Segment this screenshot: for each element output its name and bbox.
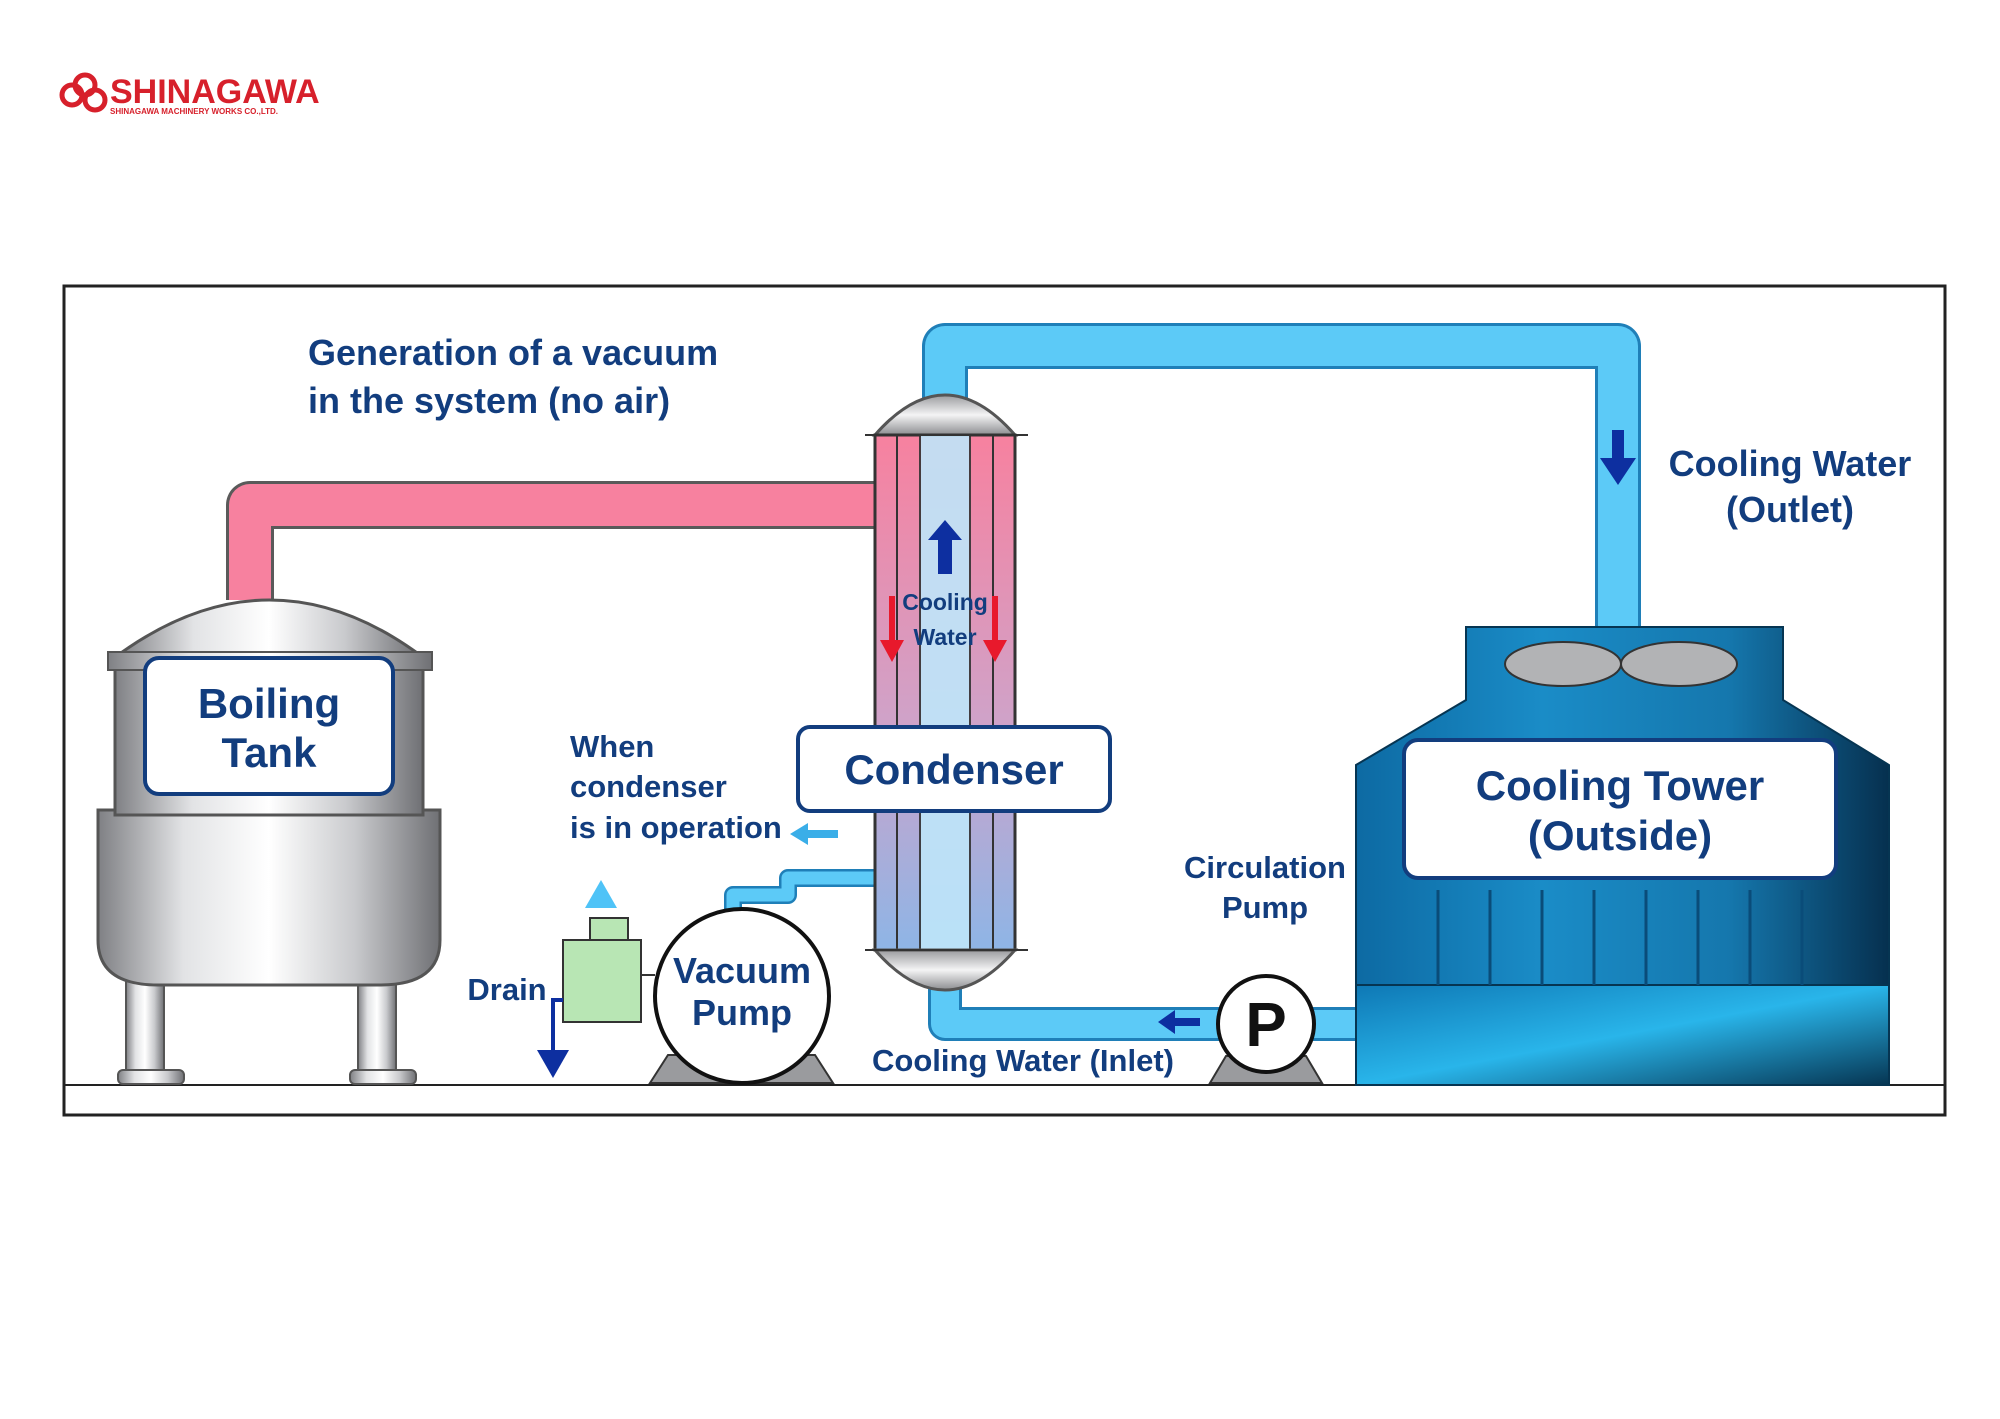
pump-symbol: P xyxy=(1245,991,1286,1060)
cooling-tower-label-1: Cooling Tower xyxy=(1476,762,1765,809)
vapor-pipe xyxy=(226,481,890,600)
cooling-outlet-label-2: (Outlet) xyxy=(1726,489,1854,530)
drain-pipe xyxy=(551,998,563,1050)
when-label-3: is in operation xyxy=(570,810,782,845)
flow-arrow-icon xyxy=(1158,1010,1200,1034)
flow-arrow-icon xyxy=(1600,430,1636,485)
cooling-outlet-label-1: Cooling Water xyxy=(1669,443,1912,484)
vacuum-pump-label-1: Vacuum xyxy=(673,950,811,991)
circulation-pump-icon: P xyxy=(1208,974,1324,1084)
when-label-2: condenser xyxy=(570,769,727,804)
cooling-tower-label-2: (Outside) xyxy=(1528,812,1712,859)
cooling-water-label-2: Water xyxy=(913,624,976,650)
circulation-pump-label-2: Pump xyxy=(1222,890,1308,925)
drain-valve-icon xyxy=(562,880,655,1023)
flow-arrow-icon xyxy=(880,596,904,662)
vacuum-pump-label-2: Pump xyxy=(692,992,792,1033)
vacuum-note-line2: in the system (no air) xyxy=(308,380,670,421)
condenser-label-box xyxy=(796,725,1112,813)
flow-arrow-icon xyxy=(928,520,962,574)
cooling-water-label-1: Cooling xyxy=(902,589,988,615)
brand-name: SHINAGAWA xyxy=(110,73,320,111)
when-label-1: When xyxy=(570,729,654,764)
vacuum-line-pipe xyxy=(724,869,880,930)
boiling-tank-label-box xyxy=(143,656,395,796)
cooling-inlet-label: Cooling Water (Inlet) xyxy=(872,1043,1174,1078)
brand-subtitle: SHINAGAWA MACHINERY WORKS CO.,LTD. xyxy=(110,107,278,116)
circulation-pump-label-1: Circulation xyxy=(1184,850,1346,885)
boiling-tank-label-1: Boiling xyxy=(198,680,340,727)
drain-label: Drain xyxy=(467,972,546,1007)
flow-arrow-icon xyxy=(983,596,1007,662)
vacuum-note-line1: Generation of a vacuum xyxy=(308,332,718,373)
boiling-tank-label-2: Tank xyxy=(222,729,318,776)
flow-arrow-icon xyxy=(790,823,838,845)
flow-arrow-icon xyxy=(585,880,617,908)
cooling-water-outlet-pipe xyxy=(922,323,1641,640)
cooling-tower-label-box xyxy=(1402,738,1838,880)
shinagawa-logo-icon xyxy=(59,72,108,113)
condenser-icon xyxy=(865,393,1028,992)
flow-arrow-icon xyxy=(537,1050,569,1078)
condenser-label: Condenser xyxy=(844,746,1063,793)
vacuum-pump-icon xyxy=(648,907,835,1085)
